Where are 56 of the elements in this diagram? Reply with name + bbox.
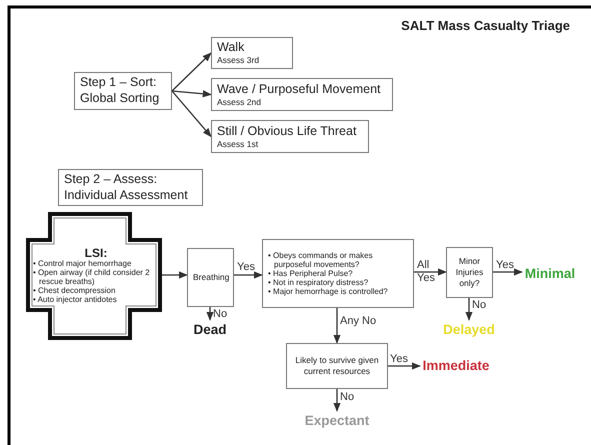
triage-category: Minimal bbox=[524, 266, 576, 282]
edge-label: No bbox=[472, 299, 488, 312]
priority-note: Assess 1st bbox=[217, 138, 260, 150]
bullet-item: • Obeys commands or makes purposeful movements? bbox=[268, 250, 374, 269]
edge-label: Any No bbox=[340, 315, 378, 328]
arrow bbox=[388, 362, 421, 370]
heading: LSI: bbox=[84, 247, 108, 260]
arrow bbox=[206, 307, 214, 321]
category-box bbox=[211, 78, 393, 111]
box-label: Minor Injuries only? bbox=[454, 256, 484, 290]
arrow bbox=[333, 389, 341, 412]
priority-note: Assess 2nd bbox=[217, 96, 262, 108]
process-box bbox=[262, 239, 414, 308]
bullet-item: • Has Peripheral Pulse? bbox=[268, 268, 354, 278]
arrow bbox=[172, 90, 212, 98]
bullet-item: • Major hemorrhage is controlled? bbox=[268, 287, 389, 296]
box-label: Still / Obvious Life Threat bbox=[217, 124, 358, 139]
triage-category: Delayed bbox=[442, 322, 496, 338]
box-label: Wave / Purposeful Movement bbox=[217, 82, 382, 97]
arrow bbox=[414, 268, 447, 276]
box-label: Step 2 – Assess: Individual Assessment bbox=[64, 172, 189, 204]
triage-category: Immediate bbox=[422, 358, 490, 374]
arrow bbox=[493, 268, 523, 276]
bullet-item: • Auto injector antidotes bbox=[33, 296, 118, 305]
category-box bbox=[211, 37, 293, 69]
arrow bbox=[465, 298, 473, 321]
box-label: Walk bbox=[217, 40, 246, 56]
triage-category: Expectant bbox=[304, 414, 370, 428]
bullet-item: • Open airway (if child consider 2 rescue breaths) bbox=[33, 269, 151, 287]
arrow bbox=[172, 90, 212, 138]
process-box bbox=[286, 343, 388, 389]
bullet-item: • Not in respiratory distress? bbox=[268, 278, 370, 288]
process-box bbox=[187, 248, 234, 307]
edge-label: No bbox=[340, 391, 356, 404]
arrow bbox=[160, 271, 188, 279]
box-label: Breathing bbox=[193, 272, 228, 284]
arrow bbox=[234, 271, 263, 279]
category-box bbox=[211, 120, 369, 153]
edge-label: Yes bbox=[390, 353, 409, 366]
diagram-title: SALT Mass Casualty Triage bbox=[400, 18, 570, 33]
step-box bbox=[58, 169, 203, 206]
box-label: Likely to survive given current resources bbox=[294, 354, 380, 378]
edge-label: No bbox=[213, 308, 228, 321]
arrow bbox=[333, 308, 341, 344]
box-label: Step 1 – Sort: Global Sorting bbox=[80, 75, 160, 107]
bullet-item: • Control major hemorrhage bbox=[33, 260, 132, 269]
arrow bbox=[172, 52, 212, 92]
bullet-item: • Chest decompression bbox=[33, 287, 116, 296]
edge-label: Yes bbox=[496, 259, 515, 272]
step-box bbox=[74, 72, 172, 110]
edge-label: Yes bbox=[237, 261, 256, 274]
cross-shape bbox=[26, 212, 162, 340]
edge-label: All Yes bbox=[417, 259, 436, 284]
process-box bbox=[446, 247, 493, 298]
priority-note: Assess 3rd bbox=[217, 55, 260, 66]
triage-category: Dead bbox=[192, 322, 228, 338]
